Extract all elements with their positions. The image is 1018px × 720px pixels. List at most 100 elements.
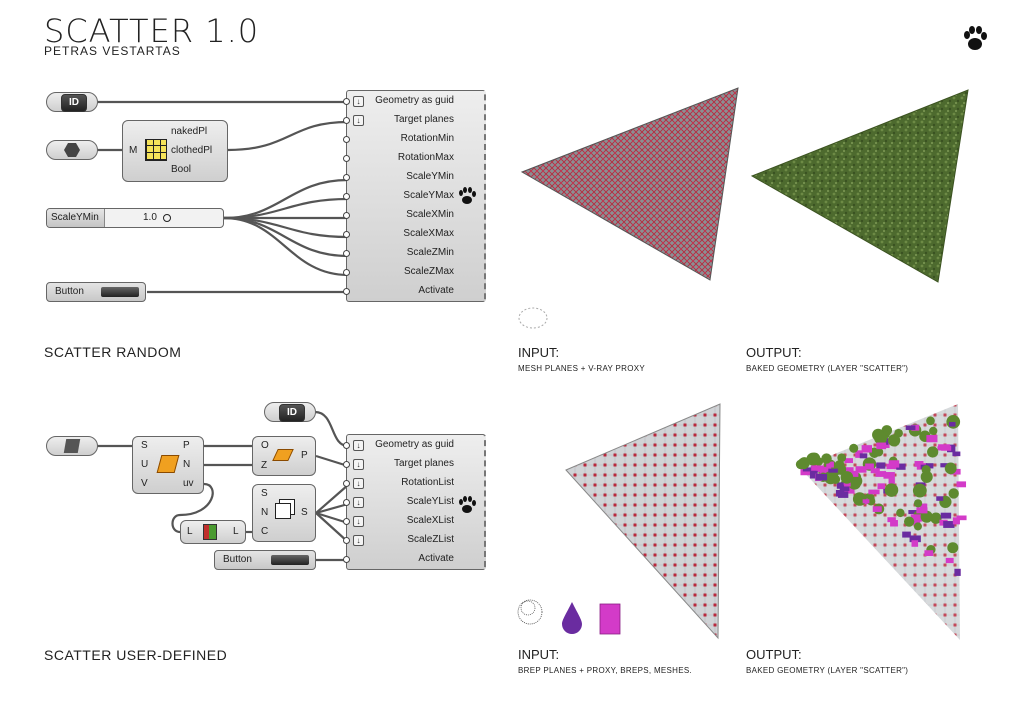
drop-icon <box>562 602 582 634</box>
block-mark <box>919 503 928 510</box>
plane-in-z: Z <box>261 460 268 471</box>
block-mark <box>823 466 832 472</box>
surf-out-uv: uv <box>183 478 194 489</box>
list-access-icon: ↓ <box>353 497 364 508</box>
scatter-random-port[interactable] <box>343 288 350 295</box>
scatter-user-input-label: Activate <box>418 553 454 564</box>
scatter-user-port[interactable] <box>343 518 350 525</box>
naked-pl-label: nakedPl <box>171 126 208 137</box>
author-name: PETRAS VESTARTAS <box>44 44 181 58</box>
activate-button-2[interactable]: Button <box>214 550 316 570</box>
paw-icon <box>459 187 476 204</box>
block-mark <box>815 473 828 481</box>
scatter-random-port[interactable] <box>343 193 350 200</box>
list-in-l: L <box>187 526 193 537</box>
orient-in-n: N <box>261 507 269 518</box>
tree-mark <box>821 453 832 464</box>
scatter-user-port[interactable] <box>343 499 350 506</box>
block-mark <box>888 478 895 487</box>
block-mark <box>844 481 851 487</box>
id-param-node[interactable]: ID <box>46 92 98 112</box>
block-mark <box>896 463 906 470</box>
button-label-2: Button <box>223 554 252 565</box>
block-mark <box>902 531 911 538</box>
block-mark <box>908 510 921 515</box>
scatter-random-port[interactable] <box>343 136 350 143</box>
section-label-random: SCATTER RANDOM <box>44 344 182 360</box>
tree-mark <box>921 465 931 475</box>
block-mark <box>883 472 895 479</box>
scatter-user-port[interactable] <box>343 442 350 449</box>
scatter-random-port[interactable] <box>343 231 350 238</box>
block-mark <box>914 461 924 467</box>
scatter-random-input-label: RotationMax <box>397 152 454 163</box>
scatter-random-input-label: ScaleZMin <box>406 247 454 258</box>
block-mark <box>945 557 954 564</box>
evaluate-surface-component[interactable]: S U V P N uv <box>132 436 204 494</box>
block-mark <box>849 470 859 477</box>
page-title: SCATTER 1.0 <box>44 12 260 50</box>
mesh-planes-component[interactable]: M nakedPl clothedPl Bool <box>122 120 228 182</box>
list-item-component[interactable]: L L <box>180 520 246 544</box>
orient-component[interactable]: S N C S <box>252 484 316 542</box>
slider-name: ScaleYMin <box>47 209 105 227</box>
scatter-random-port[interactable] <box>343 117 350 124</box>
orient-in-s: S <box>261 488 268 499</box>
block-mark <box>861 445 872 453</box>
construct-plane-component[interactable]: O Z P <box>252 436 316 476</box>
surf-in-v: V <box>141 478 148 489</box>
block-mark <box>916 507 928 514</box>
scatter-random-port[interactable] <box>343 174 350 181</box>
scatter-user-component[interactable]: ↓Geometry as guid↓Target planes↓Rotation… <box>343 434 486 570</box>
scatter-random-port[interactable] <box>343 98 350 105</box>
scatter-random-port[interactable] <box>343 155 350 162</box>
slider-handle[interactable] <box>163 214 171 222</box>
scatter-user-port[interactable] <box>343 537 350 544</box>
block-mark <box>828 468 838 473</box>
tree-mark <box>913 522 922 531</box>
scatter-random-port[interactable] <box>343 212 350 219</box>
tree-mark <box>904 516 915 527</box>
box-icon <box>599 603 621 635</box>
scatter-user-input-label: RotationList <box>401 477 454 488</box>
tree-mark <box>929 426 938 436</box>
mesh-param-node[interactable] <box>46 140 98 160</box>
random-input-text: MESH PLANES + V-RAY PROXY <box>518 364 646 373</box>
clothed-pl-label: clothedPl <box>171 145 213 156</box>
block-mark <box>956 515 967 521</box>
block-mark <box>809 470 818 479</box>
scatter-user-port[interactable] <box>343 461 350 468</box>
scatter-random-input-label: ScaleZMax <box>403 266 454 277</box>
scale-y-min-slider[interactable]: ScaleYMin 1.0 <box>46 208 224 228</box>
surf-in-s: S <box>141 440 148 451</box>
activate-button[interactable]: Button <box>46 282 146 302</box>
tree-mark <box>824 470 838 485</box>
surf-out-p: P <box>183 440 190 451</box>
mesh-hex-icon <box>64 143 80 157</box>
scatter-user-port[interactable] <box>343 480 350 487</box>
tree-mark <box>946 414 961 429</box>
id-param-node-2[interactable]: ID <box>264 402 316 422</box>
grid-mesh-icon <box>145 139 167 161</box>
block-mark <box>865 463 874 470</box>
list-out-l: L <box>233 526 239 537</box>
scatter-random-port[interactable] <box>343 269 350 276</box>
tree-mark <box>913 499 923 508</box>
block-mark <box>877 483 885 490</box>
scatter-random-port[interactable] <box>343 250 350 257</box>
block-mark <box>835 489 845 497</box>
block-mark <box>909 535 921 543</box>
brep-param-node[interactable] <box>46 436 98 456</box>
random-output-heading: OUTPUT: <box>746 345 802 360</box>
scatter-random-input-label: ScaleXMax <box>403 228 454 239</box>
scatter-user-port[interactable] <box>343 556 350 563</box>
block-mark <box>925 463 934 469</box>
surf-out-n: N <box>183 459 191 470</box>
mesh-input-label: M <box>129 145 138 156</box>
slider-value: 1.0 <box>143 212 157 223</box>
